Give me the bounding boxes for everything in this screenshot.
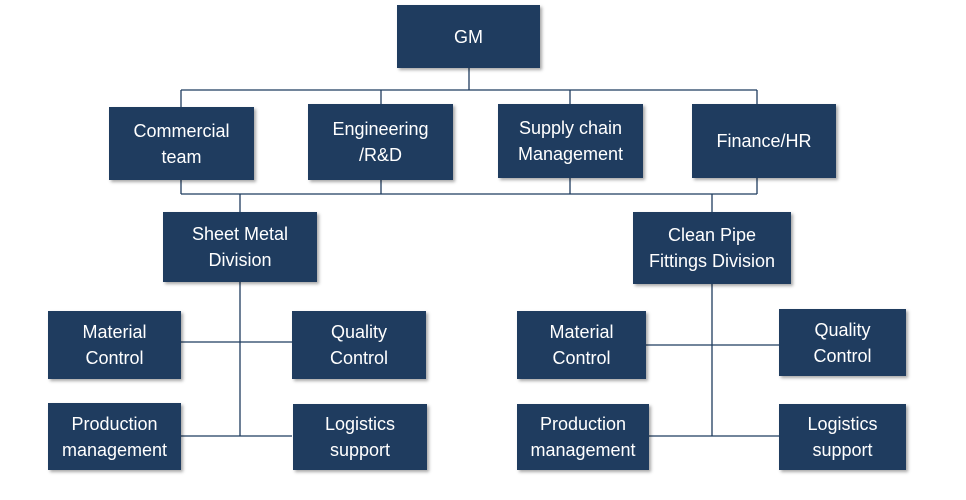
clean-pipe-production-management-box: Production management	[517, 404, 649, 470]
clean-pipe-fittings-division-box: Clean Pipe Fittings Division	[633, 212, 791, 284]
clean-pipe-material-control-box: Material Control	[517, 311, 646, 379]
sheet-metal-logistics-support-box: Logistics support	[293, 404, 427, 470]
sheet-metal-quality-control-box: Quality Control	[292, 311, 426, 379]
engineering-rd-box: Engineering /R&D	[308, 104, 453, 180]
sheet-metal-production-management-box: Production management	[48, 403, 181, 470]
clean-pipe-logistics-support-box: Logistics support	[779, 404, 906, 470]
supply-chain-management-box: Supply chain Management	[498, 104, 643, 178]
commercial-team-box: Commercial team	[109, 107, 254, 180]
clean-pipe-quality-control-box: Quality Control	[779, 309, 906, 376]
gm-box: GM	[397, 5, 540, 68]
sheet-metal-material-control-box: Material Control	[48, 311, 181, 379]
sheet-metal-division-box: Sheet Metal Division	[163, 212, 317, 282]
finance-hr-box: Finance/HR	[692, 104, 836, 178]
